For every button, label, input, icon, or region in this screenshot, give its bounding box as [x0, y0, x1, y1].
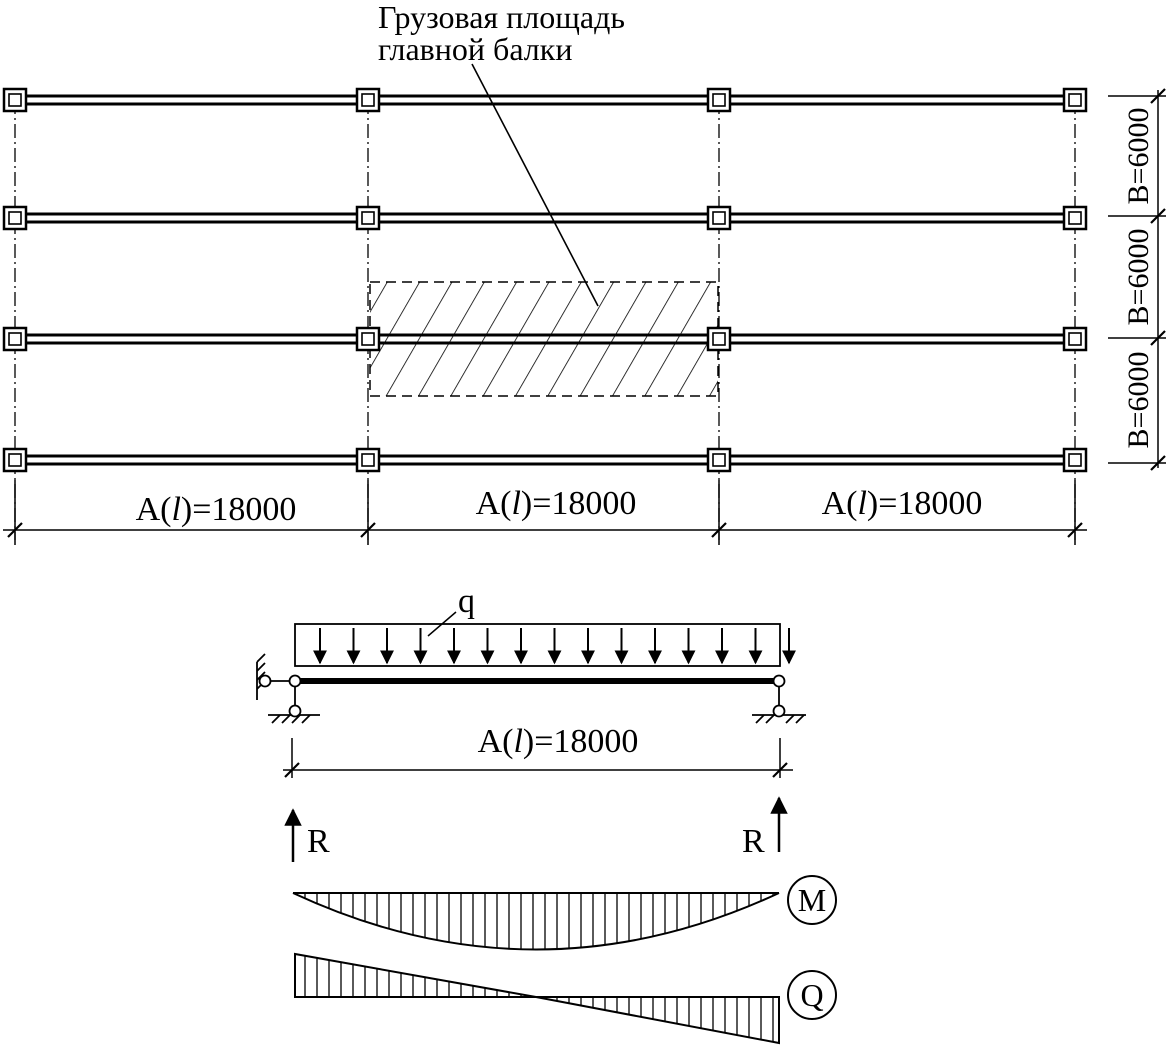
- column-4-2: [355, 447, 381, 473]
- moment-label-circle: [787, 875, 837, 925]
- right-reaction-label: R: [742, 823, 765, 860]
- column-4-3: [706, 447, 732, 473]
- shear-force-diagram: Q: [294, 952, 837, 1045]
- column-2-2: [355, 205, 381, 231]
- spacing-label-3: B=6000: [1122, 352, 1155, 449]
- column-1-1: [2, 87, 28, 113]
- spacing-label-2: B=6000: [1122, 229, 1155, 326]
- column-1-3: [706, 87, 732, 113]
- main-beam-row-4: [15, 454, 1075, 466]
- load-area-hatching: [370, 282, 718, 396]
- right-support: [752, 674, 806, 724]
- column-4-1: [2, 447, 28, 473]
- shear-negative-triangle: [535, 996, 780, 1045]
- moment-curve: [292, 892, 780, 951]
- shear-label: Q: [800, 977, 823, 1013]
- column-1-4: [1062, 87, 1088, 113]
- load-label: q: [458, 583, 475, 620]
- span-label-2: A(l)=18000: [476, 485, 637, 522]
- callout-text-line-2: главной балки: [378, 31, 572, 67]
- span-label-3: A(l)=18000: [822, 485, 983, 522]
- span-label-1: A(l)=18000: [136, 491, 297, 528]
- column-2-1: [2, 205, 28, 231]
- floor-plan: Грузовая площадь главной балки A(l)=1800…: [2, 0, 1166, 545]
- span-dimension-line: [3, 480, 1087, 545]
- left-support: [256, 653, 320, 724]
- column-1-2: [355, 87, 381, 113]
- column-3-1: [2, 326, 28, 352]
- spacing-dimension-line: [1108, 88, 1166, 471]
- moment-label: M: [798, 882, 826, 918]
- load-arrows: [313, 628, 796, 665]
- distributed-load-frame: [294, 623, 781, 667]
- column-4-4: [1062, 447, 1088, 473]
- beam-span-dimension: [283, 738, 793, 778]
- columns: [2, 87, 1088, 473]
- load-label-leader: [427, 611, 457, 637]
- column-2-3: [706, 205, 732, 231]
- main-beam-row-3: [15, 333, 1075, 345]
- column-3-3: [706, 326, 732, 352]
- column-2-4: [1062, 205, 1088, 231]
- column-3-2: [355, 326, 381, 352]
- shear-positive-triangle: [294, 952, 537, 998]
- column-3-4: [1062, 326, 1088, 352]
- callout-leader-line: [471, 63, 599, 307]
- main-beams: [15, 94, 1075, 466]
- moment-ordinates: [304, 893, 774, 949]
- shear-label-circle: [787, 970, 837, 1020]
- load-area: [369, 281, 719, 397]
- shear-ordinates: [304, 955, 774, 1042]
- callout-text-line-1: Грузовая площадь: [378, 0, 625, 35]
- main-beam-row-2: [15, 212, 1075, 224]
- beam-design-scheme: q: [256, 583, 806, 862]
- bending-moment-diagram: M: [292, 875, 837, 951]
- left-reaction-label: R: [307, 823, 330, 860]
- main-beam-row-1: [15, 94, 1075, 106]
- beam-span-label: A(l)=18000: [478, 723, 639, 760]
- spacing-label-1: B=6000: [1122, 108, 1155, 205]
